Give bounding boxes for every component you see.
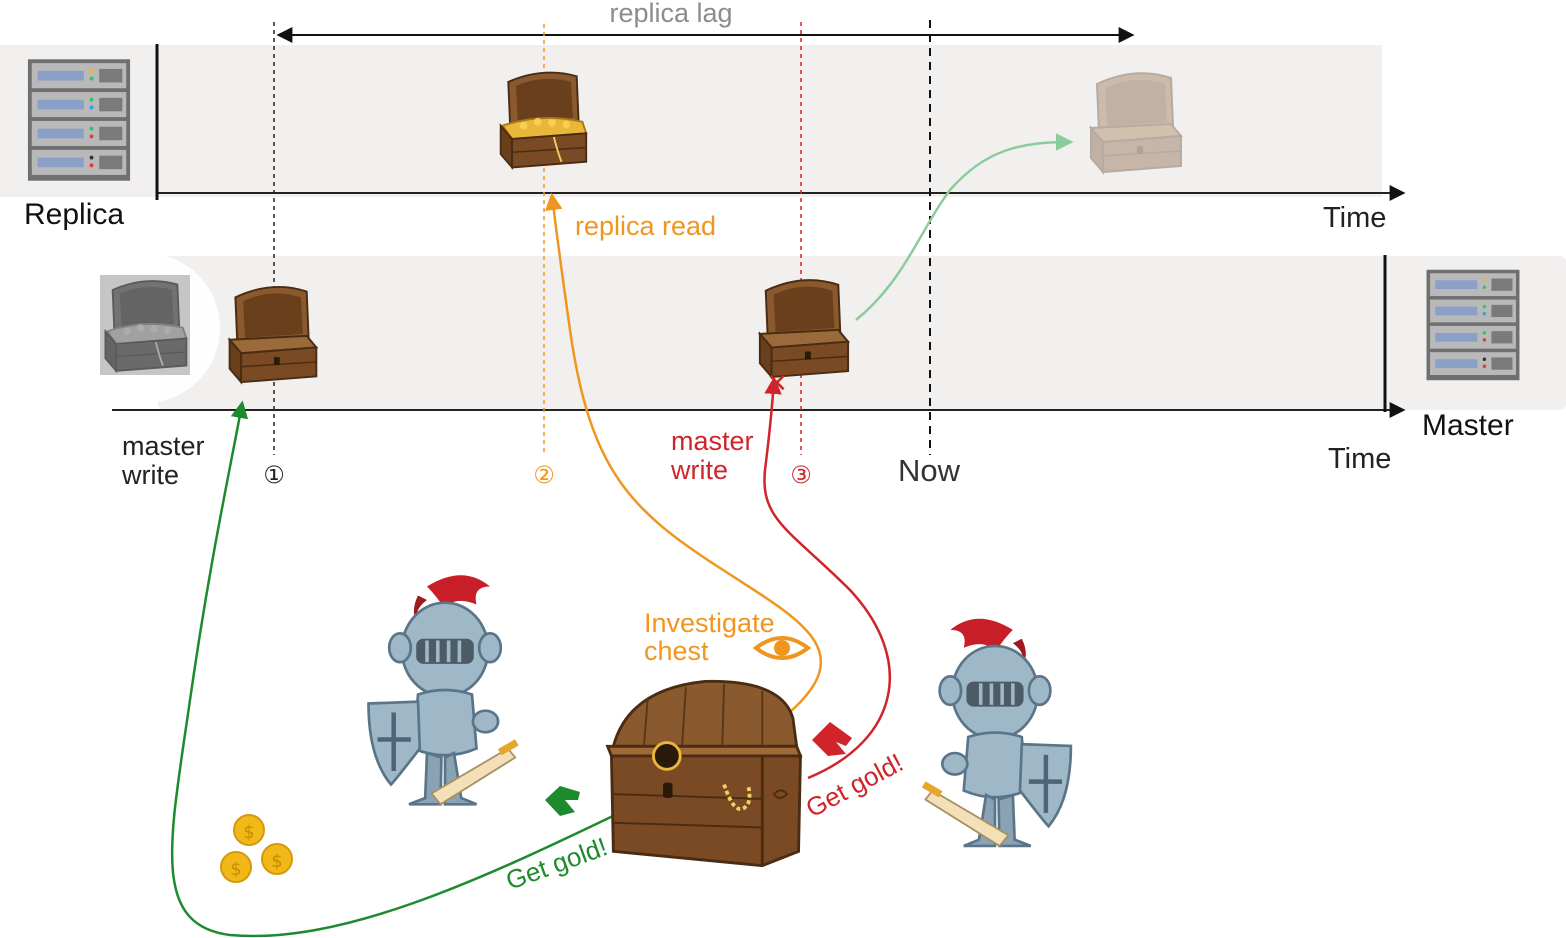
master-write-3-label-line2: write (670, 455, 728, 485)
replica-read-arrow (545, 192, 823, 713)
red-hand-icon (812, 722, 852, 756)
master-server-icon (1426, 269, 1520, 381)
master-write-1-label-line1: master (122, 431, 205, 461)
investigate-label-line1: Investigate (644, 608, 775, 638)
investigate-label-line2: chest (644, 636, 709, 666)
eye-icon (752, 636, 812, 660)
replication-arrow (855, 133, 1074, 321)
marker-2-label: ② (533, 461, 555, 489)
replica-time-label: Time (1323, 202, 1386, 234)
right-knight-icon (922, 619, 1071, 846)
marker-1-label: ① (263, 461, 285, 489)
master-write-3-chest-icon (758, 279, 850, 378)
green-hand-icon (545, 786, 580, 816)
gold-coins-icon: $ $ $ (220, 814, 293, 883)
svg-text:$: $ (243, 822, 254, 843)
get-gold-red-label: Get gold! (801, 747, 908, 823)
master-write-1-label-line2: write (121, 460, 179, 490)
master-write-3-label-line1: master (671, 426, 754, 456)
left-knight-icon (369, 575, 519, 804)
master-old-chest-icon (100, 275, 190, 375)
master-band (158, 256, 1566, 410)
master-write-1-chest-icon (228, 285, 318, 384)
replica-server-icon (27, 59, 131, 181)
replica-gold-chest-icon (499, 71, 588, 169)
get-gold-green-label: Get gold! (502, 831, 611, 895)
marker-3-label: ③ (790, 461, 812, 489)
conflict-x-icon: ✕ (766, 369, 788, 399)
now-label: Now (898, 453, 961, 488)
master-label: Master (1422, 409, 1514, 442)
replica-label: Replica (24, 198, 124, 231)
master-write-3-arrow (763, 376, 892, 780)
replica-read-label: replica read (575, 211, 716, 241)
svg-text:$: $ (230, 859, 241, 880)
master-write-1-arrow (170, 400, 616, 938)
master-time-label: Time (1328, 443, 1391, 475)
svg-text:$: $ (271, 851, 282, 872)
replica-future-chest-icon (1089, 72, 1183, 174)
replica-band (0, 45, 1382, 197)
big-chest-icon (605, 679, 803, 868)
replica-lag-label: replica lag (609, 0, 732, 28)
